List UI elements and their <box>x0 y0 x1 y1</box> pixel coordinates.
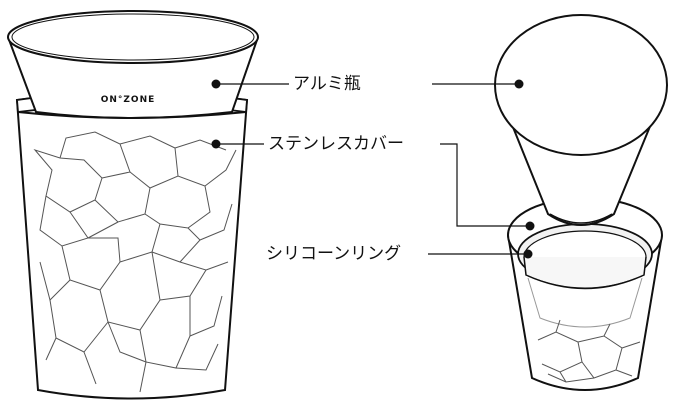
right-bottle-mouth <box>494 14 668 156</box>
right-aluminum-bottle <box>494 14 668 226</box>
hammered-texture-right <box>537 319 641 383</box>
aluminum-bottle-mouth <box>7 10 259 64</box>
brand-logo: ON°ZONE <box>101 95 156 105</box>
hammered-texture-left <box>33 131 237 393</box>
leader-lines <box>216 83 530 255</box>
stainless-cover-body <box>15 91 249 400</box>
callout-aluminum-bottle: アルミ瓶 <box>290 74 364 94</box>
leader-dots <box>211 79 535 259</box>
left-assembled-tumbler <box>7 10 259 400</box>
silicone-ring <box>517 223 653 290</box>
cover-inner-wall <box>527 277 643 328</box>
callout-silicone-ring: シリコーンリング <box>263 244 405 264</box>
callout-stainless-cover: ステンレスカバー <box>265 134 407 154</box>
